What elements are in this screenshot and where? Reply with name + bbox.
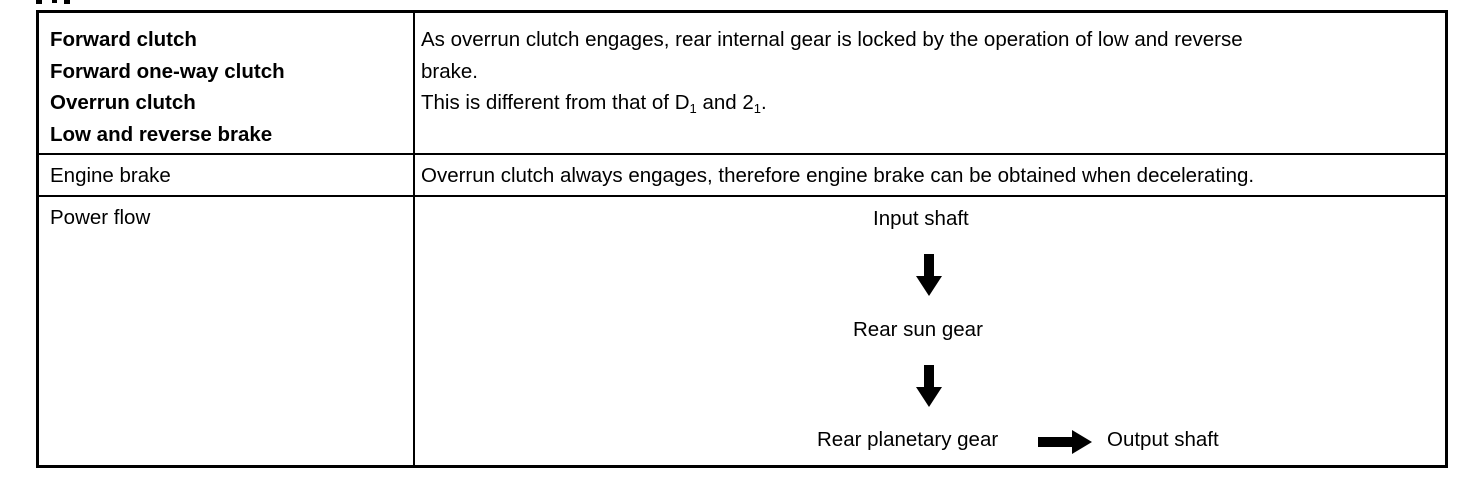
element-forward-one-way-clutch: Forward one-way clutch	[50, 59, 285, 83]
row-divider-1	[39, 153, 1445, 155]
cropped-heading-fragment	[36, 0, 70, 4]
power-flow-label: Power flow	[50, 206, 151, 229]
power-flow-table: Forward clutch Forward one-way clutch Ov…	[36, 10, 1448, 468]
subscript-1b: 1	[753, 101, 761, 116]
row1-description-line3: This is different from that of D1 and 21…	[421, 87, 767, 119]
line3-mid: and 2	[696, 91, 754, 114]
element-low-reverse-brake: Low and reverse brake	[50, 122, 273, 146]
flow-step-rear-planetary-gear: Rear planetary gear	[817, 428, 999, 451]
line3-prefix: This is different from that of D	[421, 91, 690, 114]
element-overrun-clutch: Overrun clutch	[50, 91, 196, 114]
engine-brake-label: Engine brake	[50, 164, 171, 187]
arrow-right-icon	[1038, 430, 1092, 454]
arrow-down-icon	[916, 365, 942, 407]
element-forward-clutch: Forward clutch	[50, 28, 197, 51]
row1-description-line1: As overrun clutch engages, rear internal…	[421, 28, 1243, 51]
flow-step-input-shaft: Input shaft	[873, 207, 969, 230]
flow-step-rear-sun-gear: Rear sun gear	[853, 318, 983, 341]
subscript-1a: 1	[689, 101, 697, 116]
flow-step-output-shaft: Output shaft	[1107, 428, 1219, 451]
engine-brake-description: Overrun clutch always engages, therefore…	[421, 164, 1255, 187]
line3-suffix: .	[760, 91, 767, 114]
arrow-down-icon	[916, 254, 942, 296]
column-divider	[413, 13, 415, 465]
row1-description-line2: brake.	[421, 59, 478, 83]
row-divider-2	[39, 195, 1445, 197]
